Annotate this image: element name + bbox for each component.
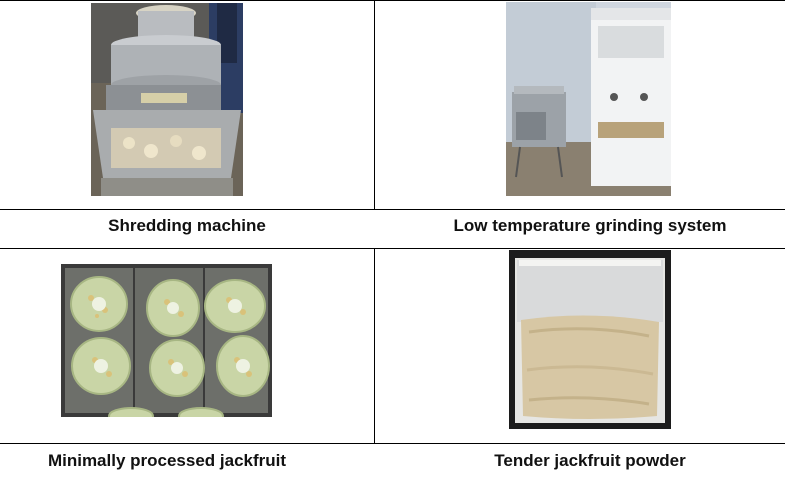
caption-low-temperature-grinding-system: Low temperature grinding system — [453, 216, 727, 235]
table-top-border — [0, 0, 785, 1]
minimally-processed-jackfruit-photo — [61, 264, 272, 417]
row-divider — [0, 248, 785, 249]
column-divider — [374, 248, 375, 444]
caption-shredding-machine: Shredding machine — [108, 216, 266, 235]
caption-minimally-processed-jackfruit: Minimally processed jackfruit — [47, 451, 287, 470]
low-temperature-grinding-system-photo — [506, 2, 671, 196]
tender-jackfruit-powder-photo — [509, 250, 671, 429]
row-divider — [0, 209, 785, 210]
column-divider — [374, 0, 375, 209]
row-divider — [0, 443, 785, 444]
shredding-machine-photo — [91, 3, 243, 196]
caption-tender-jackfruit-powder: Tender jackfruit powder — [494, 451, 686, 470]
